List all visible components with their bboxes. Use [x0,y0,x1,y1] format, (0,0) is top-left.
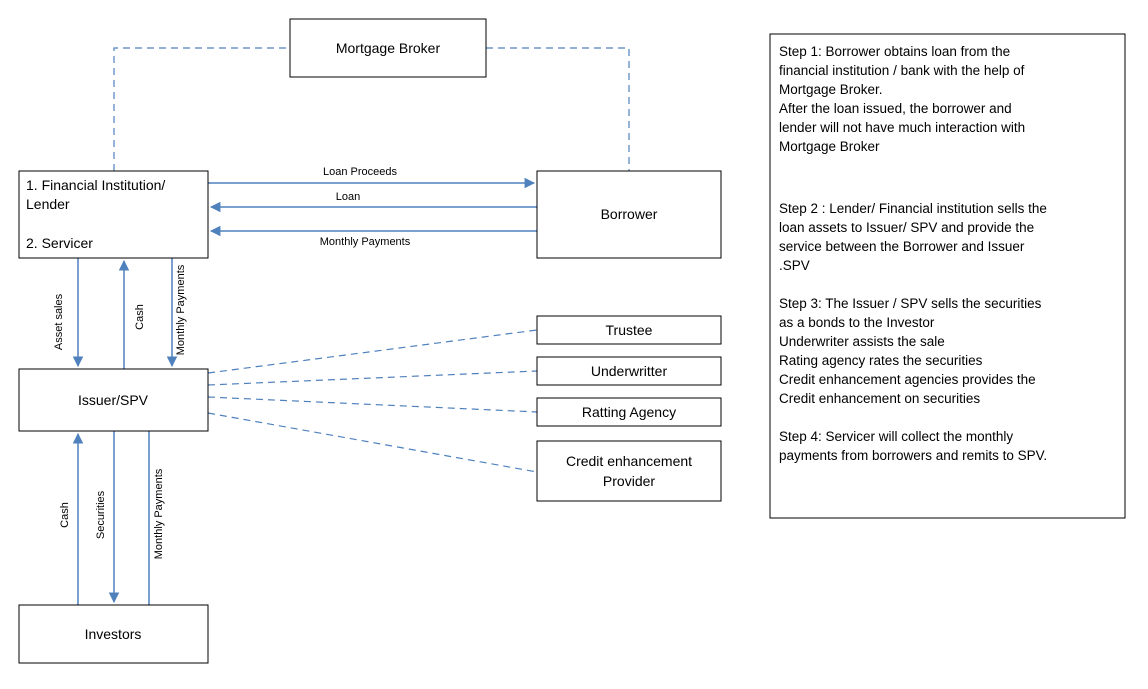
monthly-payments-low-label: Monthly Payments [153,468,165,559]
mortgage-broker-box [289,18,487,78]
credit-enhancement-label-line1: Credit enhancement [566,453,692,469]
step-line: Underwriter assists the sale [779,334,945,349]
step-line: Step 4: Servicer will collect the monthl… [779,429,1013,444]
credit-enhancement-box [536,440,722,502]
trustee-label: Trustee [606,322,653,338]
borrower-label: Borrower [601,206,658,222]
step-line: .SPV [779,258,810,273]
step-line: Rating agency rates the securities [779,353,983,368]
credit-enhancement-label-line2: Provider [603,473,655,489]
steps-panel [769,33,1126,519]
step-line: payments from borrowers and remits to SP… [779,448,1047,463]
lender-label-line1: 1. Financial Institution/ [26,177,165,193]
step-line: financial institution / bank with the he… [779,63,1025,78]
issuer-label: Issuer/SPV [78,392,149,408]
trustee-box [536,315,722,345]
mortgage-broker-label: Mortgage Broker [336,40,441,56]
rating-agency-label: Ratting Agency [582,404,676,420]
step-line: lender will not have much interaction wi… [779,120,1025,135]
step-line: After the loan issued, the borrower and [779,101,1012,116]
monthly-payments-top-label: Monthly Payments [320,236,411,248]
investors-label: Investors [85,626,142,642]
step-line: Credit enhancement on securities [779,391,980,406]
investors-box [18,604,209,664]
lender-box [18,170,209,259]
issuer-provider-connections [207,329,538,473]
rating-agency-box [536,397,722,427]
step-line: Credit enhancement agencies provides the [779,372,1036,387]
monthly-payments-mid-label: Monthly Payments [175,264,187,355]
step-line: Step 3: The Issuer / SPV sells the secur… [779,296,1042,311]
borrower-box [536,170,722,259]
servicer-label: 2. Servicer [26,235,93,251]
cash-up-label: Cash [134,304,146,330]
cash-low-label: Cash [59,502,71,528]
underwriter-label: Underwritter [591,363,668,379]
step-line: Mortgage Broker. [779,82,883,97]
step-line: loan assets to Issuer/ SPV and provide t… [779,220,1034,235]
step-line: Step 1: Borrower obtains loan from the [779,44,1010,59]
step-line: service between the Borrower and Issuer [779,239,1025,254]
lender-label-line2: Lender [26,196,70,212]
loan-proceeds-label: Loan Proceeds [323,166,397,178]
issuer-box [18,368,209,432]
step-line: Step 2 : Lender/ Financial institution s… [779,201,1047,216]
broker-connections [113,47,630,171]
securities-label: Securities [95,490,107,539]
asset-sales-label: Asset sales [53,293,65,350]
steps-text: Step 1: Borrower obtains loan from the f… [779,44,1047,463]
loan-label: Loan [336,191,360,203]
underwriter-box [536,356,722,386]
step-line: Mortgage Broker [779,139,880,154]
step-line: as a bonds to the Investor [779,315,935,330]
